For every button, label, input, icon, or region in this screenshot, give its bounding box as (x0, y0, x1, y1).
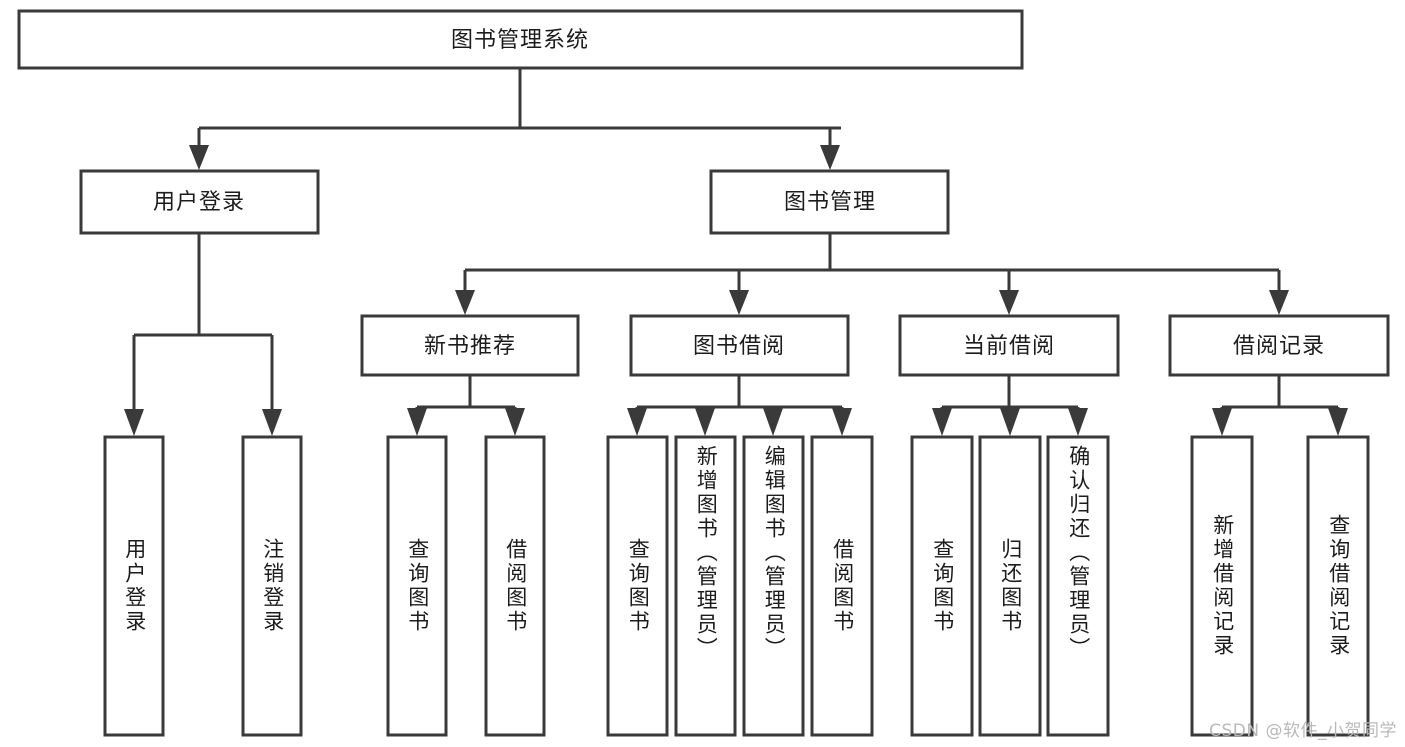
connector-current-borrow-to-leaves (932, 375, 1088, 436)
node-label-book-manage: 图书管理 (784, 190, 876, 215)
leaf-box-query-book-1[interactable] (386, 435, 448, 737)
leaf-box-logout[interactable] (241, 435, 303, 737)
connector-book-borrow-to-leaves (627, 375, 852, 436)
leaf-box-edit-book[interactable] (742, 435, 805, 737)
leaf-box-query-book-2[interactable] (606, 435, 669, 737)
node-label-current-borrow: 当前借阅 (963, 334, 1055, 359)
node-current-borrow[interactable]: 当前借阅 (898, 314, 1120, 377)
leaf-box-borrow-book-2[interactable] (810, 435, 874, 737)
node-label-user-login: 用户登录 (153, 190, 245, 215)
leaf-box-borrow-book-1[interactable] (484, 435, 546, 737)
leaf-box-query-record[interactable] (1306, 435, 1370, 737)
node-label-book-borrow: 图书借阅 (693, 334, 785, 359)
node-borrow-record[interactable]: 借阅记录 (1168, 314, 1390, 377)
node-title-system[interactable]: 图书管理系统 (17, 9, 1024, 70)
node-label-borrow-record: 借阅记录 (1233, 334, 1325, 359)
leaf-box-add-record[interactable] (1190, 435, 1254, 737)
node-label-system: 图书管理系统 (451, 28, 589, 53)
watermark-text: CSDN @软件_小贺同学 (1209, 721, 1397, 741)
connector-new-book-recommend-to-leaves (407, 375, 525, 436)
connector-root-to-level2 (189, 68, 841, 170)
connector-user-login-to-leaves (124, 233, 282, 436)
node-user-login[interactable]: 用户登录 (79, 169, 320, 235)
leaf-box-return-book[interactable] (978, 435, 1042, 737)
leaf-box-confirm-return[interactable] (1046, 435, 1110, 737)
node-book-borrow[interactable]: 图书借阅 (629, 314, 850, 377)
leaf-boxes (103, 435, 1370, 737)
leaf-box-add-book[interactable] (674, 435, 737, 737)
leaf-box-user-login[interactable] (103, 435, 165, 737)
connector-borrow-record-to-leaves (1212, 375, 1348, 436)
node-new-book-recommend[interactable]: 新书推荐 (360, 314, 580, 377)
connector-book-manage-to-level3 (455, 233, 1289, 315)
node-label-new-book-recommend: 新书推荐 (424, 334, 516, 359)
node-book-manage[interactable]: 图书管理 (709, 169, 950, 235)
leaf-box-query-book-3[interactable] (910, 435, 974, 737)
